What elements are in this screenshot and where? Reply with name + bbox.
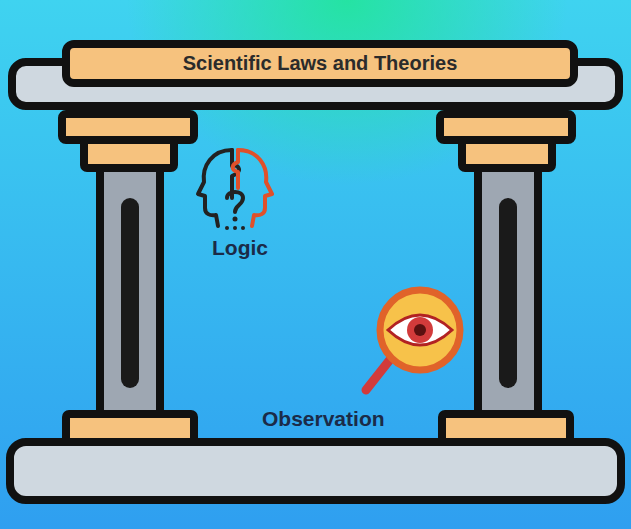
icon-label: Logic: [212, 236, 268, 260]
title-text: Scientific Laws and Theories: [183, 52, 458, 75]
title-band: Scientific Laws and Theories: [62, 40, 578, 87]
icon-label: Observation: [262, 407, 385, 431]
